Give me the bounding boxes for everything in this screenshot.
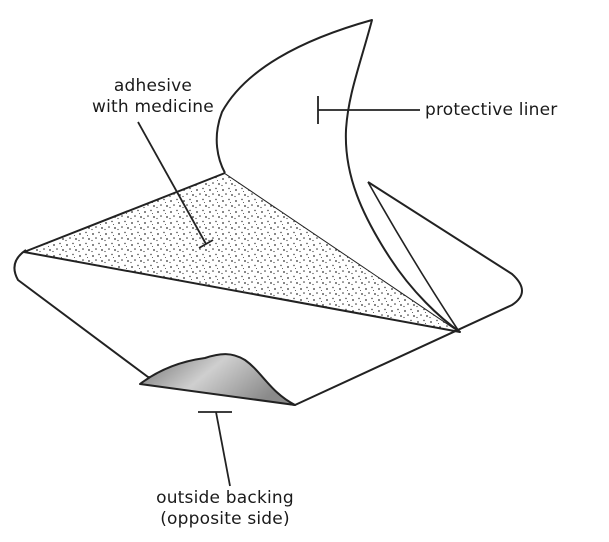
adhesive-label: adhesive with medicine bbox=[68, 76, 238, 118]
outside-backing-label-line1: outside backing bbox=[120, 488, 330, 509]
adhesive-label-line2: with medicine bbox=[68, 97, 238, 118]
adhesive-label-line1: adhesive bbox=[68, 76, 238, 97]
protective-liner-text: protective liner bbox=[425, 100, 557, 120]
outside-backing-label-line2: (opposite side) bbox=[120, 509, 330, 530]
backing-leader-line bbox=[216, 412, 230, 486]
outside-backing-label: outside backing (opposite side) bbox=[120, 488, 330, 530]
outside-backing-flap bbox=[140, 354, 295, 405]
protective-liner-label: protective liner bbox=[425, 100, 557, 121]
adhesive-layer bbox=[24, 173, 460, 332]
